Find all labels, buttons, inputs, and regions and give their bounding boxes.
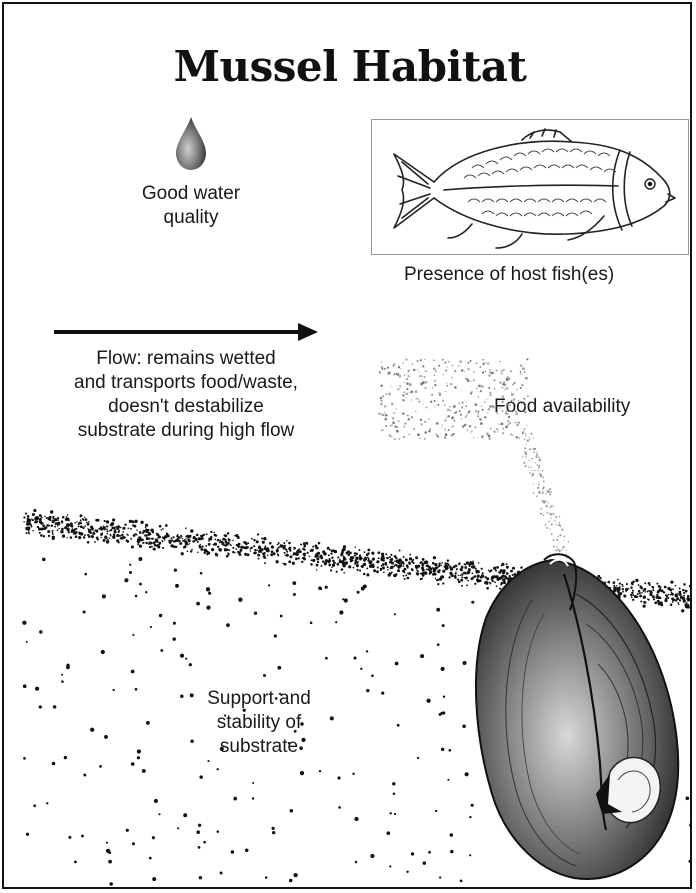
flow-line-2: and transports food/waste, xyxy=(30,371,342,395)
diagram-title: Mussel Habitat xyxy=(4,42,692,91)
host-fish-box xyxy=(371,119,689,255)
flow-line-3: doesn't destabilize xyxy=(30,395,342,419)
water-quality-label: Good water quality xyxy=(114,182,268,230)
substrate-line-2: stability of xyxy=(174,711,344,735)
water-quality-line-1: Good water xyxy=(114,182,268,206)
substrate-label: Support and stability of substrate xyxy=(174,687,344,759)
water-quality-line-2: quality xyxy=(114,206,268,230)
flow-label: Flow: remains wetted and transports food… xyxy=(30,347,342,443)
host-fish-illustration xyxy=(372,120,688,254)
substrate-line-3: substrate xyxy=(174,735,344,759)
flow-line-4: substrate during high flow xyxy=(30,419,342,443)
flow-line-1: Flow: remains wetted xyxy=(30,347,342,371)
food-availability-label: Food availability xyxy=(494,395,692,419)
substrate-line-1: Support and xyxy=(174,687,344,711)
host-fish-label: Presence of host fish(es) xyxy=(404,263,692,287)
